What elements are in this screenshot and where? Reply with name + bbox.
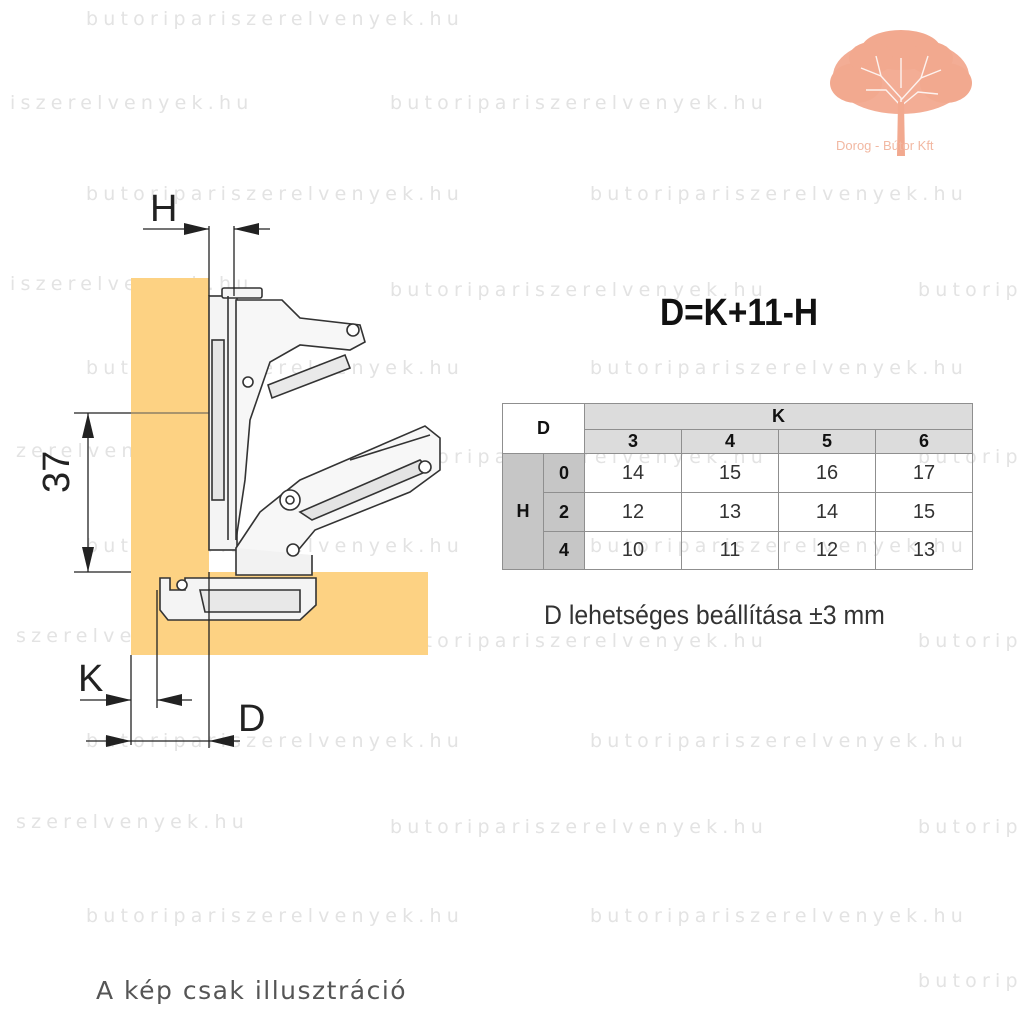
k-column-header: 4 xyxy=(681,429,779,454)
table-cell: 14 xyxy=(584,453,682,493)
mounting-plate xyxy=(208,287,263,551)
h-row-header: 4 xyxy=(543,531,585,570)
table-cell: 15 xyxy=(875,492,973,532)
watermark-text: butorip xyxy=(918,630,1023,652)
hinge-arm xyxy=(235,299,441,576)
table-cell: 15 xyxy=(681,453,779,493)
dimension-h xyxy=(143,223,270,296)
watermark-text: butorip xyxy=(918,279,1023,301)
illustration-caption: A kép csak illusztráció xyxy=(96,976,408,1005)
pivot-points xyxy=(176,323,432,591)
hinge-diagram xyxy=(74,223,441,748)
k-column-header: 3 xyxy=(584,429,682,454)
h-row-header: 0 xyxy=(543,453,585,493)
adjustment-note: D lehetséges beállítása ±3 mm xyxy=(544,600,885,630)
watermark-text: butoripariszerelvenyek.hu xyxy=(86,905,465,927)
k-group-header: K xyxy=(584,403,973,430)
watermark-text: butoripariszerelvenyek.hu xyxy=(590,905,969,927)
table-cell: 17 xyxy=(875,453,973,493)
table-cell: 12 xyxy=(778,531,876,570)
dimension-label-h: H xyxy=(150,188,178,230)
dimension-37 xyxy=(74,412,131,573)
dimension-d xyxy=(86,572,240,748)
watermark-text: butorip xyxy=(918,970,1023,992)
watermark-text: butoripariszerelvenyek.hu xyxy=(590,730,969,752)
table-cell: 12 xyxy=(584,492,682,532)
dimension-label-d: D xyxy=(238,698,266,740)
tree-logo-icon xyxy=(830,30,972,156)
k-column-header: 5 xyxy=(778,429,876,454)
watermark-text: butoripariszerelvenyek.hu xyxy=(590,183,969,205)
h-group-header: H xyxy=(502,453,544,570)
k-column-header: 6 xyxy=(875,429,973,454)
cabinet-side-panel xyxy=(131,278,209,572)
table-cell: 10 xyxy=(584,531,682,570)
watermark-text: butoripariszerelvenyek.hu xyxy=(590,357,969,379)
logo-text: Dorog - Bútor Kft xyxy=(836,138,934,153)
table-cell: 13 xyxy=(681,492,779,532)
table-corner-label: D xyxy=(502,403,585,454)
table-cell: 11 xyxy=(681,531,779,570)
h-row-header: 2 xyxy=(543,492,585,532)
table-cell: 13 xyxy=(875,531,973,570)
watermark-text: butoripariszerelvenyek.hu xyxy=(390,816,769,838)
dimension-label-k: K xyxy=(78,658,104,700)
formula-title: D=K+11-H xyxy=(660,292,819,334)
dimension-label-37: 37 xyxy=(36,450,78,493)
table-cell: 16 xyxy=(778,453,876,493)
hinge-cup xyxy=(159,577,317,621)
watermark-text: szerelvenyek.hu xyxy=(16,811,249,833)
dimension-k xyxy=(80,590,192,745)
adjustment-table: D K 3 4 5 6 H 0 14 15 16 17 2 12 13 14 1… xyxy=(502,403,973,570)
table-cell: 14 xyxy=(778,492,876,532)
watermark-text: butorip xyxy=(918,816,1023,838)
